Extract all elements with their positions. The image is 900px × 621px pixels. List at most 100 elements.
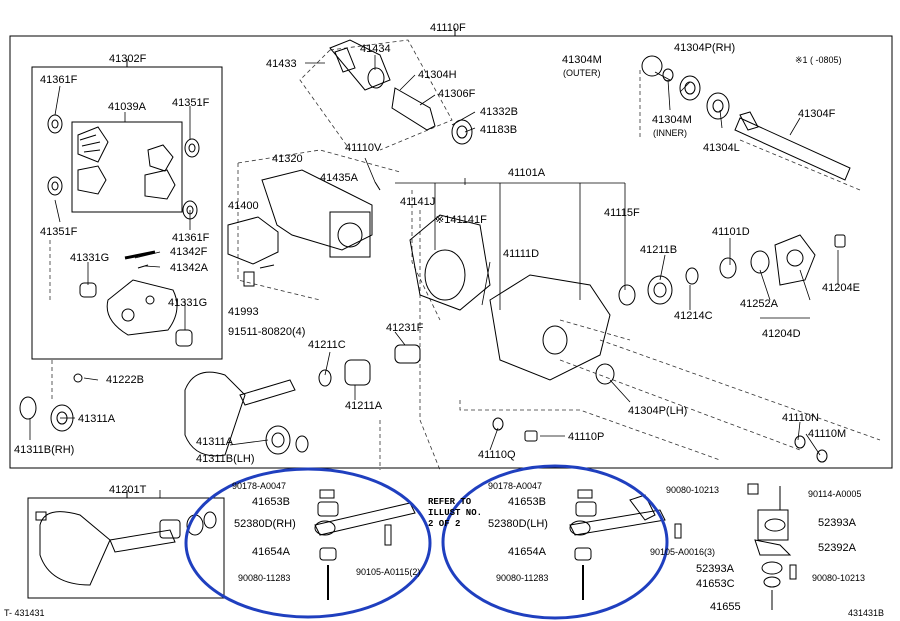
- part-label[interactable]: 41311B(LH): [196, 453, 255, 465]
- part-label[interactable]: 41434: [360, 43, 391, 55]
- group-41302F: 41302F: [109, 53, 147, 65]
- part-label[interactable]: 52380D(LH): [488, 518, 548, 530]
- part-label[interactable]: 41332B: [480, 106, 518, 118]
- part-label[interactable]: 90178-A0047: [232, 481, 287, 491]
- bearing-41433: [329, 39, 391, 91]
- part-label[interactable]: 41361F: [172, 232, 210, 244]
- part-label[interactable]: 41993: [228, 306, 259, 318]
- part-label[interactable]: 41214C: [674, 310, 713, 322]
- part-label[interactable]: 41304P(LH): [628, 405, 688, 417]
- part-label[interactable]: 41110P: [568, 431, 605, 443]
- part-label[interactable]: 41304H: [418, 69, 457, 81]
- tube-41320: [261, 169, 373, 251]
- part-label[interactable]: 41653B: [252, 496, 290, 508]
- part-label[interactable]: 90080-10213: [666, 485, 720, 495]
- part-label[interactable]: 41306F: [438, 88, 476, 100]
- part-label[interactable]: 41311A: [78, 413, 116, 425]
- part-label[interactable]: 41311B(RH): [14, 444, 75, 456]
- part-label[interactable]: 41204D: [762, 328, 801, 340]
- part-label[interactable]: 41311A: [196, 436, 234, 448]
- part-label[interactable]: 41304F: [798, 108, 836, 120]
- axle-shaft-41304F: [734, 117, 851, 181]
- part-label[interactable]: 41211A: [345, 400, 383, 412]
- nut-90178: [319, 489, 335, 499]
- part-label[interactable]: 41204E: [822, 282, 860, 294]
- housing-flange: [329, 211, 371, 258]
- bearing-41311A: [50, 404, 74, 432]
- part-label[interactable]: 41110M: [808, 428, 847, 440]
- part-label[interactable]: 41331G: [70, 252, 110, 264]
- part-label[interactable]: 52393A: [696, 563, 734, 575]
- part-label[interactable]: 91511-80820(4): [228, 326, 306, 338]
- actuator-41400: [227, 216, 279, 265]
- part-label[interactable]: 41351F: [172, 97, 210, 109]
- part-label[interactable]: 41141J: [400, 196, 436, 208]
- carrier-41101A: [489, 274, 611, 381]
- part-label[interactable]: 41655: [710, 601, 741, 613]
- bracket-52392A: [757, 509, 789, 541]
- part-label[interactable]: 41183B: [480, 124, 518, 136]
- part-label[interactable]: 41351F: [40, 226, 78, 238]
- part-label[interactable]: 41653C: [696, 578, 735, 590]
- part-label[interactable]: 41320: [272, 153, 303, 165]
- part-label[interactable]: 90105-A0115(2): [356, 567, 421, 577]
- part-label[interactable]: 41039A: [108, 101, 146, 113]
- part-label[interactable]: 41304L: [703, 142, 740, 154]
- refer-text-line2: ILLUST NO.: [428, 508, 483, 518]
- oil-seal-41115F: [618, 284, 636, 306]
- part-label[interactable]: 41304P(RH): [674, 42, 736, 54]
- part-label[interactable]: ※141141F: [435, 214, 487, 226]
- part-label[interactable]: 41342A: [170, 262, 208, 274]
- part-label[interactable]: 52393A: [818, 517, 856, 529]
- carrier-cover-41141F: [409, 214, 491, 311]
- highlight-rh-mount: [184, 467, 432, 619]
- part-label[interactable]: 90080-11283: [238, 573, 291, 583]
- spacer-41231F: [394, 344, 421, 364]
- part-label[interactable]: 41211B: [640, 244, 678, 256]
- part-label[interactable]: 41101D: [712, 226, 750, 238]
- part-label[interactable]: 41110Q: [478, 449, 516, 461]
- assembly-number: 41110F: [430, 22, 466, 34]
- part-label[interactable]: 41654A: [252, 546, 290, 558]
- part-label[interactable]: 41304M: [562, 54, 602, 66]
- leader-lines: [29, 55, 839, 498]
- part-label[interactable]: 41653B: [508, 496, 546, 508]
- part-label[interactable]: 41361F: [40, 74, 78, 86]
- ring-pinion-set: [39, 511, 111, 586]
- part-label[interactable]: 41400: [228, 200, 259, 212]
- part-label[interactable]: 41211C: [308, 339, 346, 351]
- group-41201T: 41201T: [109, 484, 147, 496]
- part-label[interactable]: 41435A: [320, 172, 358, 184]
- part-label[interactable]: 41342F: [170, 246, 208, 258]
- part-label-sub: (INNER): [653, 128, 687, 138]
- part-label[interactable]: 52392A: [818, 542, 856, 554]
- part-label[interactable]: 41331G: [168, 297, 208, 309]
- part-label[interactable]: 41111D: [503, 248, 540, 260]
- pinion-gear-box: [71, 121, 183, 213]
- part-label[interactable]: 52380D(RH): [234, 518, 296, 530]
- main-assembly-frame: [9, 35, 893, 469]
- part-label[interactable]: 41433: [266, 58, 297, 70]
- differential-case: [106, 279, 178, 336]
- part-label[interactable]: 41110N: [782, 412, 819, 424]
- part-label[interactable]: 41252A: [740, 298, 778, 310]
- part-label[interactable]: 41231F: [386, 322, 424, 334]
- part-label[interactable]: 41115F: [604, 207, 640, 219]
- part-label[interactable]: 90178-A0047: [488, 481, 543, 491]
- part-label[interactable]: 90105-A0016(3): [650, 547, 716, 557]
- part-label[interactable]: 90080-11283: [496, 573, 549, 583]
- part-label[interactable]: 90114-A0005: [808, 489, 862, 499]
- bolt-41222B: [73, 373, 83, 383]
- part-label[interactable]: 41654A: [508, 546, 546, 558]
- part-label[interactable]: 41101A: [508, 167, 546, 179]
- part-label[interactable]: 41304M: [652, 114, 692, 126]
- pinion-gear-41039A: [77, 126, 109, 163]
- part-label[interactable]: 41222B: [106, 374, 144, 386]
- part-label[interactable]: 90080-10213: [812, 573, 866, 583]
- companion-flange-41204D: [774, 234, 816, 286]
- part-label[interactable]: 41110V: [345, 142, 382, 154]
- diagram-code-left: T- 431431: [4, 608, 45, 618]
- part-shapes: [19, 39, 851, 610]
